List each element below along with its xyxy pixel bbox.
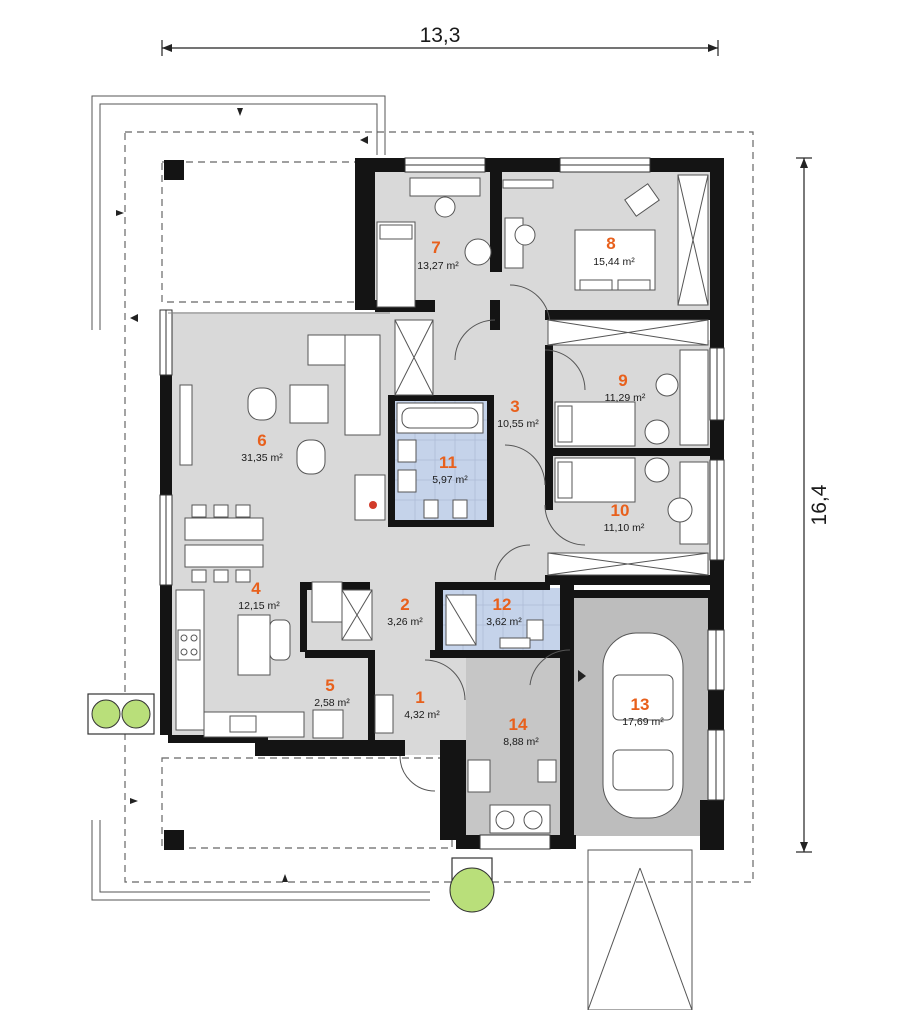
- height-dimension-label: 16,4: [808, 484, 831, 525]
- furniture: [175, 174, 709, 1010]
- room-number-14: 14: [509, 715, 528, 734]
- room-area-3: 10,55 m²: [497, 418, 539, 430]
- room-number-4: 4: [251, 579, 261, 598]
- room-label-8: 8 15,44 m²: [593, 234, 635, 268]
- room-label-6: 6 31,35 m²: [241, 431, 283, 464]
- plants: [87, 693, 495, 913]
- room-area-13: 17,69 m²: [622, 716, 664, 728]
- pergola-rails: [91, 95, 430, 901]
- height-dimension: 16,4: [796, 157, 831, 853]
- room-area-9: 11,29 m²: [605, 392, 646, 404]
- room-area-10: 11,10 m²: [604, 522, 645, 534]
- room-label-5: 5 2,58 m²: [314, 676, 350, 709]
- room-label-11: 11 5,97 m²: [432, 453, 468, 486]
- room-label-14: 14 8,88 m²: [503, 715, 539, 748]
- room-number-13: 13: [631, 695, 650, 714]
- room-area-5: 2,58 m²: [314, 697, 350, 709]
- room-number-10: 10: [611, 501, 630, 520]
- room-label-3: 3 10,55 m²: [497, 397, 539, 430]
- room-label-1: 1 4,32 m²: [404, 688, 440, 721]
- room-area-4: 12,15 m²: [238, 600, 280, 612]
- room-area-8: 15,44 m²: [593, 256, 635, 268]
- room-label-13: 13 17,69 m²: [622, 695, 664, 728]
- room-number-9: 9: [618, 371, 627, 390]
- width-dimension-label: 13,3: [420, 24, 461, 47]
- room-area-12: 3,62 m²: [486, 616, 522, 628]
- room-area-14: 8,88 m²: [503, 736, 539, 748]
- room-label-9: 9 11,29 m²: [605, 371, 646, 404]
- door-swings: [399, 284, 586, 792]
- room-area-7: 13,27 m²: [417, 260, 459, 272]
- room-number-8: 8: [606, 234, 615, 253]
- room-area-11: 5,97 m²: [432, 474, 468, 486]
- room-label-2: 2 3,26 m²: [387, 595, 423, 628]
- windows: [159, 157, 725, 850]
- room-area-1: 4,32 m²: [404, 709, 440, 721]
- room-number-6: 6: [257, 431, 266, 450]
- room-label-12: 12 3,62 m²: [486, 595, 522, 628]
- room-area-2: 3,26 m²: [387, 616, 423, 628]
- room-number-1: 1: [415, 688, 424, 707]
- room-number-2: 2: [400, 595, 409, 614]
- room-label-10: 10 11,10 m²: [604, 501, 645, 534]
- room-labels: 1 4,32 m² 2 3,26 m² 3 10,55 m² 4 12,15 m…: [238, 234, 664, 748]
- room-number-11: 11: [439, 453, 457, 472]
- width-dimension: 13,3: [161, 24, 719, 56]
- room-number-7: 7: [431, 238, 440, 257]
- room-number-5: 5: [325, 676, 334, 695]
- room-label-7: 7 13,27 m²: [417, 238, 459, 272]
- room-label-4: 4 12,15 m²: [238, 579, 280, 612]
- room-number-3: 3: [510, 397, 519, 416]
- room-number-12: 12: [493, 595, 512, 614]
- room-area-6: 31,35 m²: [241, 452, 283, 464]
